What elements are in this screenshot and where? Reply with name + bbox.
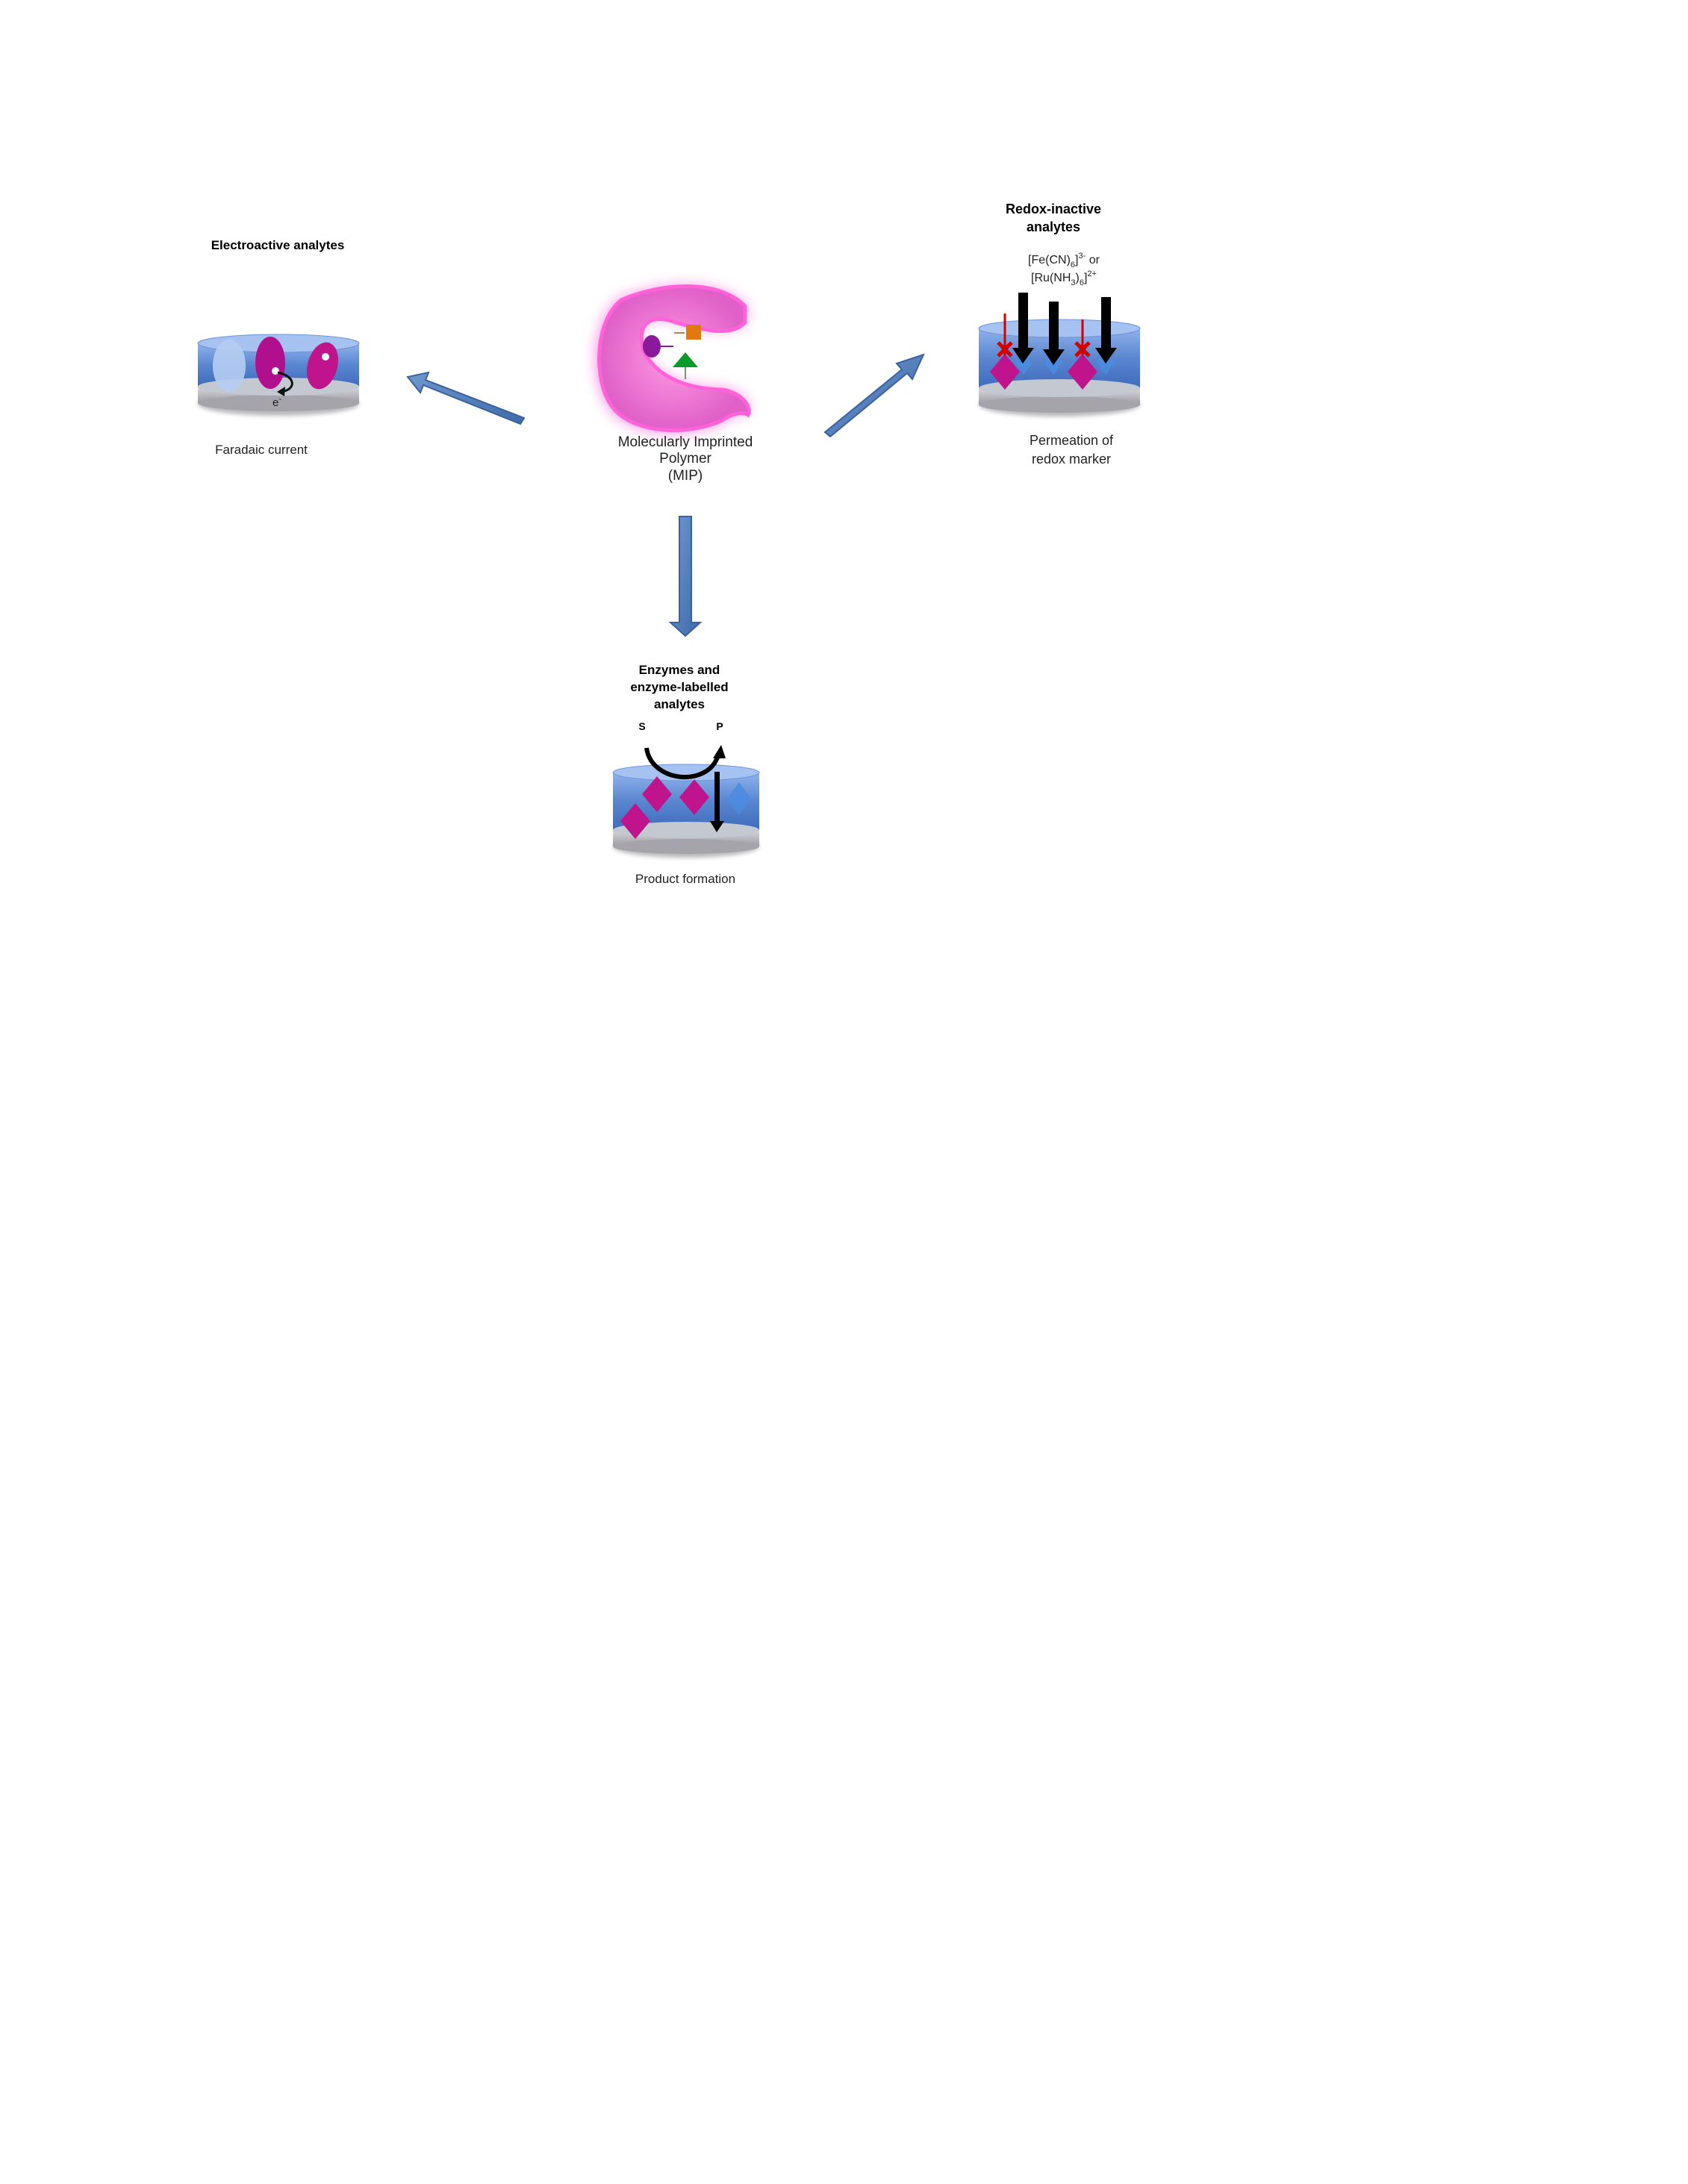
blocked-arrow-2 xyxy=(1074,319,1091,358)
electroactive-panel: Electroactive analytes e- Faradaic curre… xyxy=(197,238,360,457)
electron-label: e- xyxy=(272,395,281,409)
arrow-to-left xyxy=(406,371,526,425)
permeation-caption-line2: redox marker xyxy=(1032,452,1111,467)
enzyme-title-line3: analytes xyxy=(654,697,705,711)
electroactive-title: Electroactive analytes xyxy=(211,238,345,252)
product-formation-caption: Product formation xyxy=(635,872,735,886)
redox-title-line2: analytes xyxy=(1027,219,1080,234)
analyte-ellipse-magenta-2 xyxy=(306,342,339,390)
substrate-label: S xyxy=(638,720,645,732)
permeation-caption-line1: Permeation of xyxy=(1030,433,1114,448)
blocked-cross-icon-2 xyxy=(1074,341,1091,358)
enzyme-title-line2: enzyme-labelled xyxy=(630,680,728,694)
redox-marker-line2: [Ru(NH3)6]2+ xyxy=(1031,269,1097,287)
faradaic-caption: Faradaic current xyxy=(215,443,308,457)
mip-group: Molecularly Imprinted Polymer (MIP) xyxy=(595,284,753,484)
mip-label-line1: Molecularly Imprinted xyxy=(618,434,753,450)
product-label: P xyxy=(716,720,723,732)
redox-marker-line1: [Fe(CN)6]3- or xyxy=(1028,252,1100,269)
arrow-to-bottom xyxy=(668,516,703,637)
electrode-right xyxy=(978,319,1141,416)
analyte-ellipse-pale xyxy=(213,340,246,392)
analyte-diamond-1 xyxy=(990,354,1020,390)
blocked-cross-icon-1 xyxy=(997,341,1013,358)
enzyme-title-line1: Enzymes and xyxy=(639,663,720,677)
mip-label-line3: (MIP) xyxy=(668,468,703,484)
template-triangle-icon xyxy=(673,352,698,367)
template-square-icon xyxy=(686,325,701,340)
arrow-to-right xyxy=(823,353,925,438)
mip-polymer-shape xyxy=(595,284,751,434)
enzyme-diamond-2 xyxy=(679,779,709,815)
permeation-arrow-2 xyxy=(1043,302,1065,365)
active-site-dot-1 xyxy=(272,367,279,375)
permeation-arrow-1 xyxy=(1012,293,1034,364)
electrode-bottom xyxy=(612,764,760,858)
redox-inactive-panel: Redox-inactive analytes [Fe(CN)6]3- or [… xyxy=(978,202,1141,467)
mip-label-line2: Polymer xyxy=(659,451,711,467)
enzyme-diamond-3 xyxy=(620,803,650,839)
enzyme-panel: Enzymes and enzyme-labelled analytes S P… xyxy=(612,663,760,886)
analyte-diamond-2 xyxy=(1068,354,1097,390)
blocked-arrow-1 xyxy=(997,313,1013,358)
substrate-to-product-arc-icon xyxy=(644,747,720,780)
template-circle-icon xyxy=(643,335,661,358)
active-site-dot-2 xyxy=(322,353,329,361)
enzyme-diamond-1 xyxy=(642,776,672,812)
permeation-arrow-3 xyxy=(1095,297,1117,364)
redox-title-line1: Redox-inactive xyxy=(1006,202,1101,216)
empty-cavity-diamond-enzyme xyxy=(727,782,751,815)
product-to-electrode-arrow xyxy=(710,772,724,832)
analyte-ellipse-magenta-1 xyxy=(255,337,285,389)
